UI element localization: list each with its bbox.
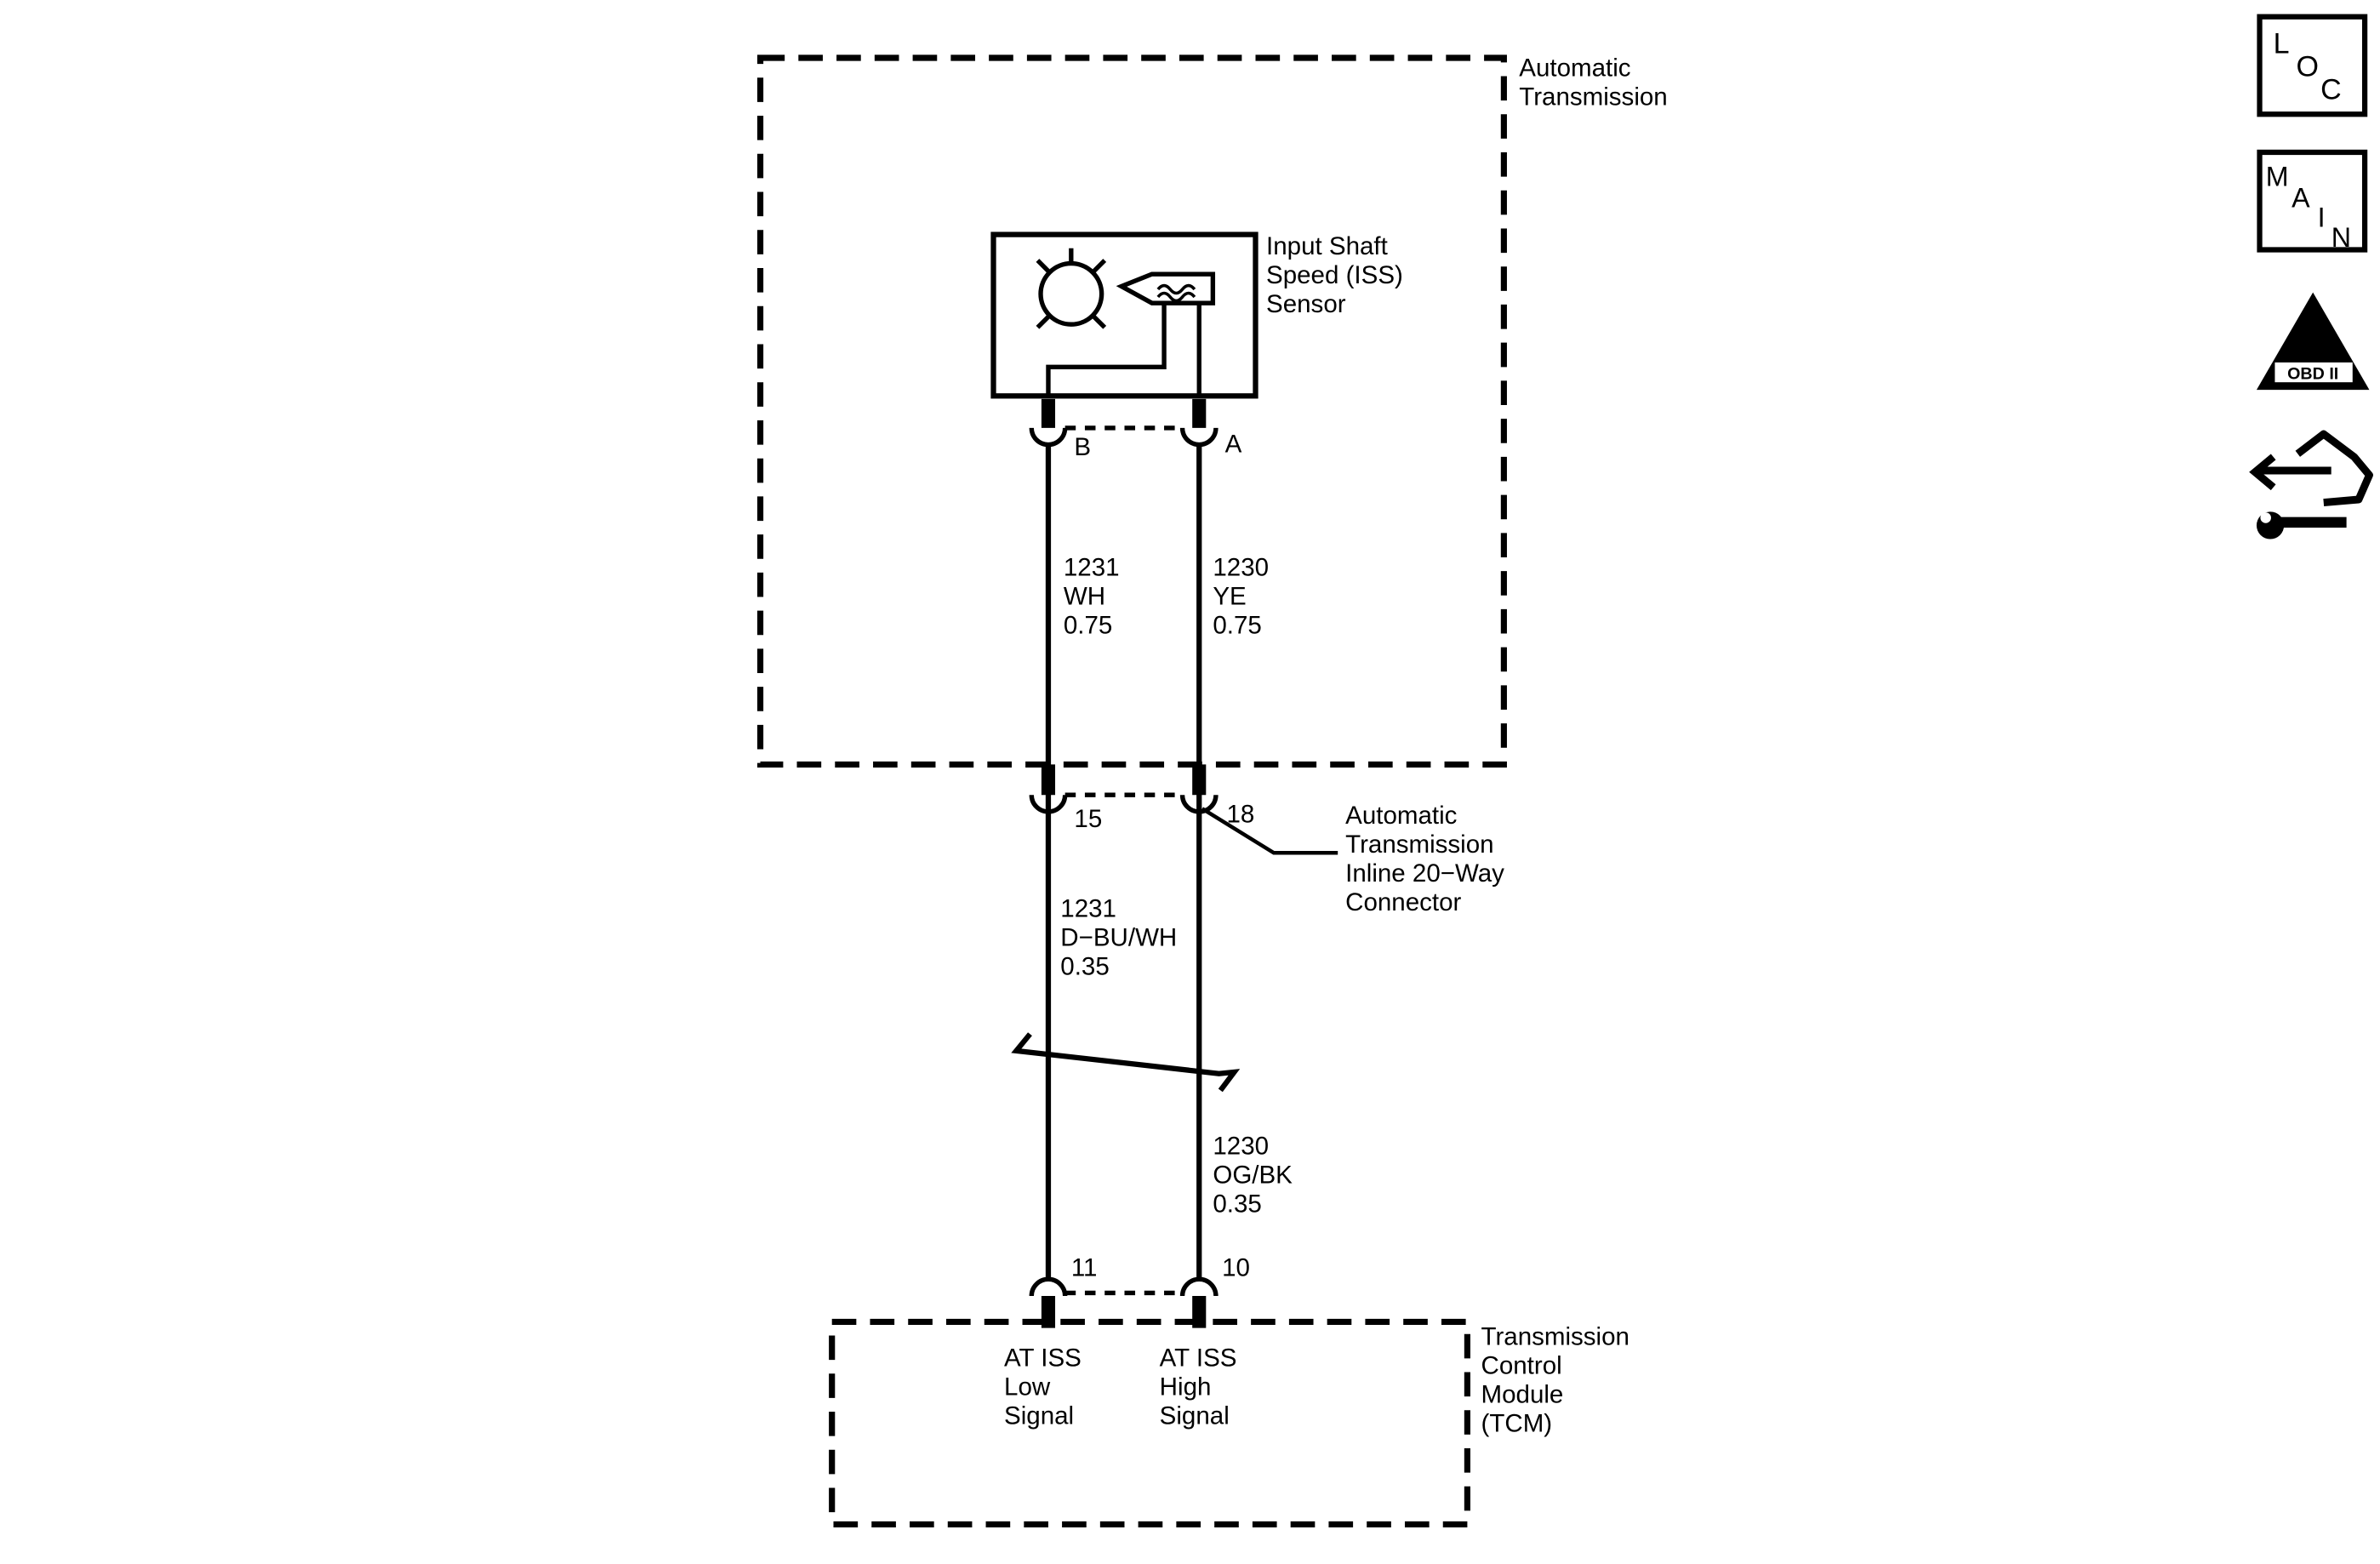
svg-text:M: M [2266, 161, 2289, 191]
sensor-pin-a: A [1225, 431, 1242, 459]
wire-break-symbol [1011, 1032, 1241, 1093]
wire-1231-upper-label: 1231 WH 0.75 [1064, 554, 1127, 640]
svg-text:N: N [2331, 222, 2351, 253]
wire-1230-lower-label: 1230 OG/BK 0.35 [1213, 1133, 1299, 1219]
svg-text:C: C [2320, 73, 2342, 106]
sensor-pin-b: B [1074, 433, 1091, 461]
svg-text:I: I [2318, 203, 2326, 233]
tcm-terminal-11 [1029, 1276, 1068, 1297]
svg-text:L: L [2274, 28, 2290, 60]
sensor-terminal-b [1029, 427, 1068, 448]
tcm-terminal-10 [1179, 1276, 1219, 1297]
iss-sensor-box [990, 231, 1258, 399]
inline-terminal-15 [1029, 795, 1068, 814]
inline-connector-leader [1201, 807, 1338, 855]
wiring-service-icon[interactable] [2249, 430, 2373, 539]
iss-sensor [990, 231, 1258, 399]
inline-pin-15: 15 [1074, 805, 1102, 833]
main-icon[interactable]: M A I N [2257, 149, 2368, 253]
automatic-transmission-label: Automatic Transmission [1519, 54, 1667, 111]
wire-1231-lower-label: 1231 D−BU/WH 0.35 [1060, 894, 1184, 980]
sensor-probe-icon [1116, 271, 1216, 305]
tcm-pin-11: 11 [1071, 1254, 1098, 1282]
svg-text:O: O [2297, 50, 2319, 83]
inline-pin-18: 18 [1226, 800, 1254, 828]
tcm-boundary [829, 1318, 1470, 1528]
tcm-high-signal-label: AT ISS High Signal [1160, 1344, 1244, 1430]
tcm-pin-10: 10 [1222, 1254, 1250, 1282]
tcm-low-signal-label: AT ISS Low Signal [1004, 1344, 1088, 1430]
inline-connector-label: Automatic Transmission Inline 20−Way Con… [1345, 802, 1511, 916]
automatic-transmission-boundary [756, 54, 1507, 768]
loc-icon[interactable]: L O C [2257, 14, 2368, 117]
wire-1230-upper-label: 1230 YE 0.75 [1213, 554, 1276, 640]
tcm-label: Transmission Control Module (TCM) [1481, 1322, 1637, 1437]
svg-text:OBD II: OBD II [2287, 365, 2338, 384]
iss-sensor-label: Input Shaft Speed (ISS) Sensor [1266, 232, 1410, 318]
svg-text:II: II [2305, 328, 2320, 359]
obd-ii-icon[interactable]: II OBD II [2256, 292, 2370, 391]
sensor-terminal-a [1179, 427, 1219, 448]
inline-terminal-18 [1179, 795, 1219, 814]
svg-text:A: A [2292, 182, 2310, 213]
reluctor-wheel-icon [1036, 248, 1107, 329]
